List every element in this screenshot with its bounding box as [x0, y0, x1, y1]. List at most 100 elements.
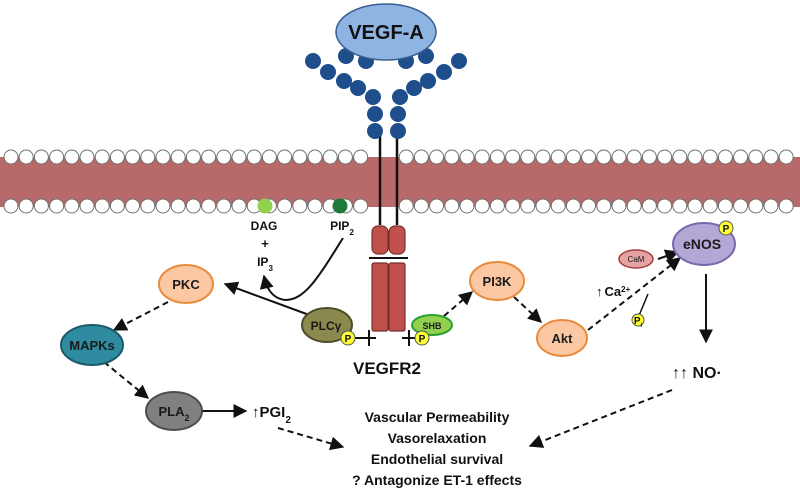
arrow-pgi2-to-effects	[277, 427, 345, 451]
receptor-bead	[406, 80, 422, 96]
lipid-head	[33, 198, 49, 214]
lipid-head	[581, 198, 597, 214]
effect-item: Vascular Permeability	[365, 409, 510, 425]
lipid-head	[748, 149, 764, 165]
effect-item: Endothelial survival	[371, 451, 503, 467]
effect-item: ? Antagonize ET-1 effects	[352, 472, 522, 488]
lipid-head	[489, 149, 505, 165]
lipid-head	[140, 149, 156, 165]
lipid-head	[201, 198, 217, 214]
receptor-bead	[365, 89, 381, 105]
lipid-head	[79, 198, 95, 214]
phospho-marker-icon	[414, 330, 430, 346]
lipid-head	[337, 149, 353, 165]
lipid-head	[216, 149, 232, 165]
lipid-head	[155, 198, 171, 214]
lipid-head	[231, 198, 247, 214]
lipid-head	[717, 198, 733, 214]
lipid-head	[231, 149, 247, 165]
lipid-head	[64, 149, 80, 165]
ligand-bead-chain	[305, 48, 467, 139]
receptor-bead	[392, 89, 408, 105]
lipid-head	[109, 198, 125, 214]
lipid-head	[687, 198, 703, 214]
lipid-head	[398, 198, 414, 214]
lipid-head	[702, 198, 718, 214]
pkc-label: PKC	[172, 277, 200, 292]
vegfa-label: VEGF-A	[348, 22, 424, 44]
cell-membrane	[0, 149, 800, 214]
receptor-jm-domain	[388, 225, 406, 255]
lipid-head	[535, 149, 551, 165]
lipid-head	[216, 198, 232, 214]
vegfr2-receptor	[352, 132, 428, 346]
lipid-head	[687, 149, 703, 165]
lipid-head	[611, 149, 627, 165]
lipid-head	[64, 198, 80, 214]
lipid-head	[140, 198, 156, 214]
lipid-head	[565, 149, 581, 165]
lipid-head	[565, 198, 581, 214]
phospho-marker-icon	[340, 330, 356, 346]
plcg-node: PLCγ	[301, 307, 353, 343]
lipid-head	[307, 198, 323, 214]
lipid-head	[170, 149, 186, 165]
lipid-head	[672, 198, 688, 214]
arrow-pip2-to-ip3	[259, 237, 344, 302]
lipid-head	[18, 198, 34, 214]
lipid-head	[3, 198, 19, 214]
pkc-node: PKC	[158, 264, 214, 304]
lipid-head	[94, 149, 110, 165]
lipid-head	[398, 149, 414, 165]
lipid-head	[657, 149, 673, 165]
lipid-head	[520, 198, 536, 214]
lipid-head	[261, 149, 277, 165]
receptor-kinase-domain	[388, 262, 406, 332]
arrow-mapks-to-pla2	[103, 361, 150, 399]
lipid-head	[429, 198, 445, 214]
lipid-head	[33, 149, 49, 165]
lipid-head	[535, 198, 551, 214]
arrow-no-to-effects	[528, 389, 673, 448]
lipid-head	[596, 149, 612, 165]
phospho-label: P	[345, 334, 352, 345]
receptor-bead	[305, 53, 321, 69]
lipid-head	[322, 149, 338, 165]
mapks-label: MAPKs	[69, 338, 115, 353]
vegfr2-label: VEGFR2	[353, 359, 421, 378]
pla2-label: PLA2	[158, 404, 189, 423]
receptor-bead	[336, 73, 352, 89]
pla2-node: PLA2	[145, 391, 203, 431]
shb-node: SHB	[411, 314, 453, 336]
mapks-node: MAPKs	[60, 324, 124, 366]
pathway-arrows	[103, 237, 713, 451]
lipid-head	[292, 198, 308, 214]
lipid-head	[246, 149, 262, 165]
lipid-head	[49, 149, 65, 165]
enos-label: eNOS	[683, 236, 721, 252]
lipid-head	[611, 198, 627, 214]
lipid-head	[18, 149, 34, 165]
cam-node: CaM	[618, 249, 654, 269]
lipid-head	[155, 149, 171, 165]
receptor-bead	[451, 53, 467, 69]
pip2-lipid-dot	[332, 198, 348, 214]
lipid-head	[353, 149, 369, 165]
akt-label: Akt	[552, 331, 574, 346]
phospho-label: P	[419, 334, 426, 345]
no-label: ↑↑ NO·	[672, 365, 722, 382]
dag-lipid-dot	[257, 198, 273, 214]
lipid-head	[307, 149, 323, 165]
lipid-head	[778, 198, 794, 214]
lipid-head	[657, 198, 673, 214]
lipid-head	[702, 149, 718, 165]
lipid-head	[474, 149, 490, 165]
lipid-head	[474, 198, 490, 214]
lipid-head	[581, 149, 597, 165]
arrow-plcg-to-pkc	[223, 281, 313, 317]
phospho-marker-icon	[631, 313, 645, 327]
plcg-label: PLCγ	[311, 319, 342, 333]
